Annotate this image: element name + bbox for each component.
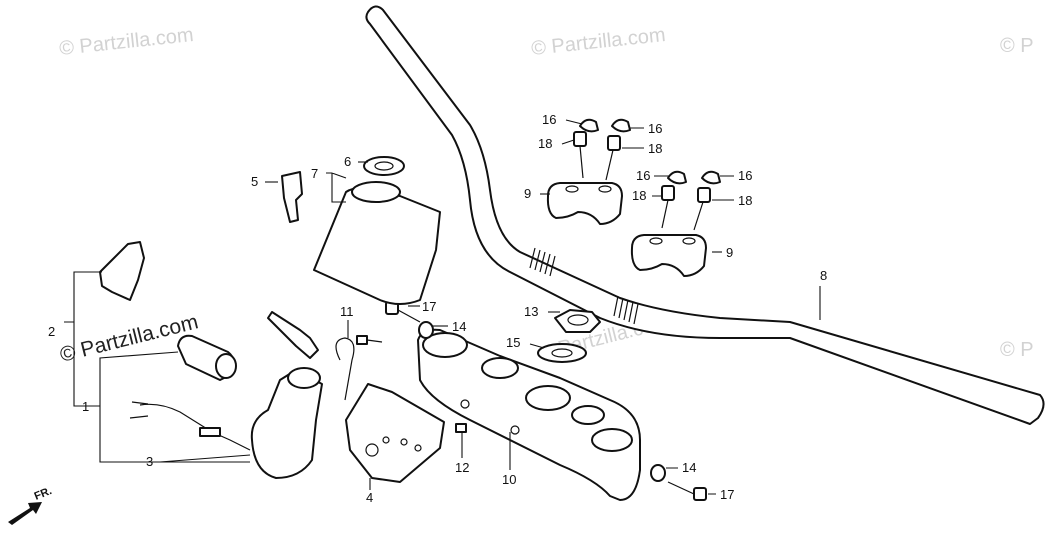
steering-stem-nut (554, 309, 601, 333)
watermark-right: © P (1000, 339, 1034, 361)
key (281, 171, 303, 223)
callout-11: 11 (340, 304, 354, 319)
watermark-top-left: © Partzilla.com (58, 24, 194, 60)
callout-16-a: 16 (542, 112, 556, 127)
lock-cover (99, 241, 145, 301)
bolt-cap (611, 118, 631, 133)
callout-18-c: 18 (632, 188, 646, 203)
holder-bolt (573, 131, 587, 179)
ignition-key (267, 311, 319, 359)
callout-17-top: 17 (422, 299, 436, 314)
callout-18-d: 18 (738, 193, 752, 208)
callout-16-b: 16 (648, 121, 662, 136)
washer (418, 321, 434, 339)
callout-12: 12 (455, 460, 469, 475)
ignition-bracket (335, 337, 445, 483)
bolt-cap (701, 170, 721, 185)
callout-9-front: 9 (524, 186, 531, 201)
top-bridge (417, 328, 641, 501)
callout-10: 10 (502, 472, 516, 487)
watermark-top-center: © Partzilla.com (530, 24, 666, 60)
front-arrow: FR. (8, 485, 54, 525)
callout-18-b: 18 (648, 141, 662, 156)
ignition-switch (129, 367, 323, 479)
screw (455, 423, 467, 433)
callout-4: 4 (366, 490, 373, 505)
holder-bolt (661, 185, 675, 229)
callout-15: 15 (506, 335, 520, 350)
switch-cover (313, 181, 441, 305)
holder-bolt (693, 187, 711, 231)
callout-6: 6 (344, 154, 351, 169)
callout-labels: 1 2 3 4 5 6 7 8 9 9 10 11 12 13 14 14 15… (48, 112, 827, 505)
callout-2: 2 (48, 324, 55, 339)
front-label: FR. (33, 485, 54, 503)
callout-9-rear: 9 (726, 245, 733, 260)
bolt-cap (579, 118, 599, 133)
upper-holder-front (546, 182, 623, 225)
screw (356, 335, 383, 345)
switch-cap (363, 156, 405, 176)
watermark-left-dark: © Partzilla.com (58, 310, 201, 367)
lock-cylinder (177, 334, 237, 381)
callout-16-d: 16 (738, 168, 752, 183)
callout-16-c: 16 (636, 168, 650, 183)
callout-13: 13 (524, 304, 538, 319)
washer (650, 464, 666, 482)
callout-7: 7 (311, 166, 318, 181)
callout-18-a: 18 (538, 136, 552, 151)
callout-3: 3 (146, 454, 153, 469)
callout-5: 5 (251, 174, 258, 189)
stem-washer (537, 343, 587, 363)
callout-17-bottom: 17 (720, 487, 734, 502)
handlebar (365, 5, 1045, 425)
callout-1: 1 (82, 399, 89, 414)
bolt-cap (667, 170, 687, 185)
callout-14-top: 14 (452, 319, 466, 334)
leader-lines (64, 119, 821, 495)
flange-bolt (667, 481, 707, 501)
callout-8: 8 (820, 268, 827, 283)
watermark-top-right: © P (1000, 35, 1034, 57)
upper-holder-rear (630, 234, 707, 277)
flange-bolt (385, 301, 421, 323)
callout-14-bottom: 14 (682, 460, 696, 475)
holder-bolt (605, 135, 621, 181)
